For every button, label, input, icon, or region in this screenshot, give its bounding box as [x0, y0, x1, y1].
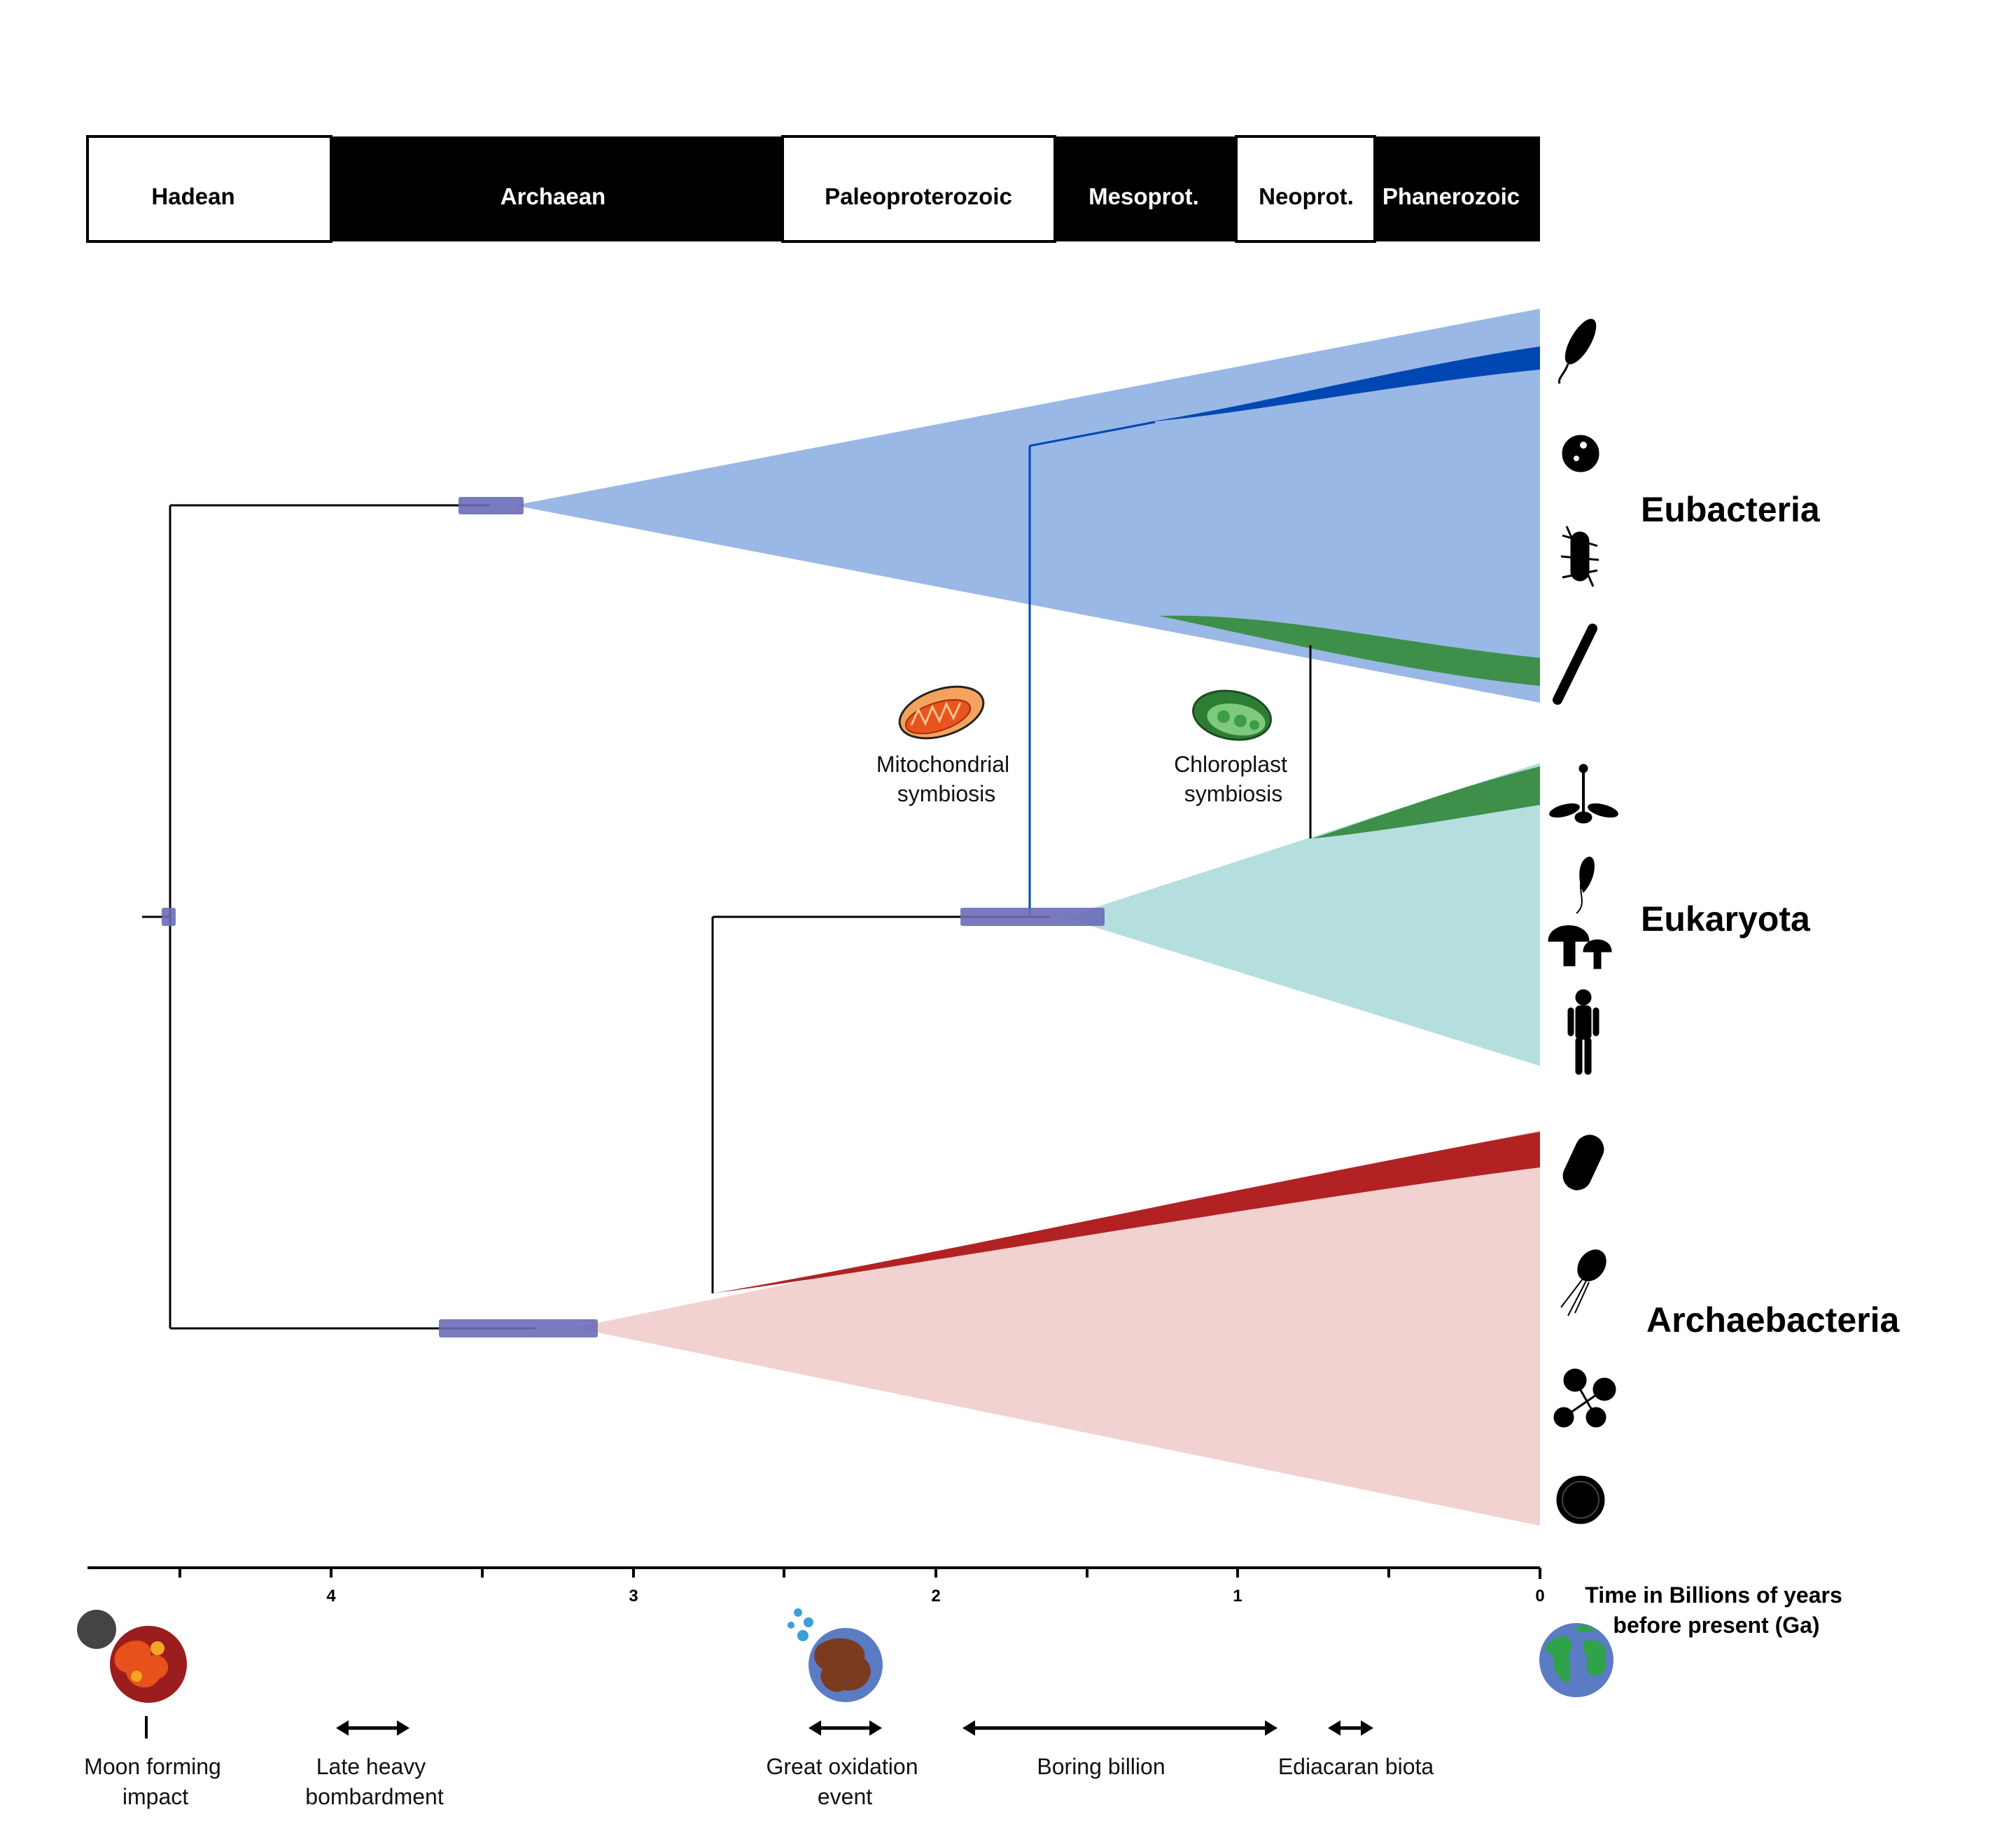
- eon-label-phanerozoic: Phanerozoic: [1382, 183, 1520, 209]
- coccoid-archaeon-icon: [1556, 1475, 1605, 1524]
- cluster-archaeon-icon: [1553, 1368, 1616, 1428]
- eon-label-archaean: Archaean: [500, 183, 606, 209]
- plant-lineage: [1312, 766, 1540, 838]
- event-goe-line2: event: [818, 1784, 872, 1809]
- tick-label-2: 2: [931, 1587, 940, 1606]
- plant-icon: [1549, 764, 1618, 824]
- mitochondrial-label-line1: Mitochondrial: [876, 752, 1009, 777]
- event-boring-billion: Boring billion: [1037, 1754, 1165, 1779]
- clade-label-eubacteria: Eubacteria: [1641, 490, 1821, 529]
- human-icon: [1567, 989, 1600, 1075]
- chloroplast-symbiosis: Chloroplast symbiosis: [1174, 689, 1287, 806]
- modern-earth-icon: [1539, 1623, 1614, 1697]
- rod-archaeon-icon: [1562, 1135, 1604, 1191]
- eukaryota-wedge: [1064, 763, 1540, 1066]
- flagellated-bacterium-icon: [1558, 318, 1597, 384]
- organism-icons: [1548, 318, 1618, 1524]
- tick-label-0: 0: [1535, 1587, 1544, 1606]
- filamentous-bacterium-icon: [1553, 624, 1597, 705]
- archaebacteria-wedge: [574, 1130, 1540, 1526]
- root-node-bar: [162, 908, 176, 926]
- flagellate-protist-icon: [1576, 857, 1595, 914]
- event-ediacaran: Ediacaran biota: [1278, 1754, 1434, 1779]
- eukaryote-node-bar: [960, 908, 1105, 926]
- eon-label-neoproterozoic: Neoprot.: [1259, 183, 1354, 209]
- ediacaran-arrow-icon: [1328, 1720, 1373, 1736]
- archaea-node-bar: [439, 1319, 598, 1337]
- event-moon-line1: Moon forming: [84, 1754, 221, 1779]
- event-goe-line1: Great oxidation: [766, 1754, 918, 1779]
- eon-mesoproterozoic: [1055, 136, 1236, 241]
- mitochondrial-symbiosis: Mitochondrial symbiosis: [876, 685, 1009, 806]
- oxygenated-earth-icon: [788, 1608, 883, 1702]
- eon-label-hadean: Hadean: [151, 183, 234, 209]
- eon-timeline: Hadean Archaean Paleoproterozoic Mesopro…: [86, 135, 1540, 243]
- chloroplast-lineage: [1158, 615, 1540, 686]
- mitochondrion-icon: [898, 685, 985, 740]
- chloroplast-icon: [1192, 689, 1272, 741]
- archaea-eukaryote-stem: [713, 1132, 1540, 1293]
- mitochondrial-label-line2: symbiosis: [897, 781, 995, 806]
- great-oxidation-arrow-icon: [808, 1720, 882, 1736]
- eon-hadean: [86, 135, 332, 243]
- clade-label-eukaryota: Eukaryota: [1641, 899, 1811, 939]
- eubacteria-wedge: [514, 309, 1540, 703]
- event-lhb-line1: Late heavy: [316, 1754, 426, 1779]
- mushroom-icon: [1548, 925, 1612, 969]
- tick-label-3: 3: [629, 1587, 638, 1606]
- eubacteria-cone: [514, 309, 1540, 703]
- eon-archaean: [331, 136, 783, 241]
- flagellated-archaeon-icon: [1560, 1249, 1606, 1316]
- late-heavy-bombardment-arrow-icon: [336, 1720, 410, 1736]
- chloroplast-label-line2: symbiosis: [1184, 781, 1282, 806]
- events: Moon forming impact Late heavy bombardme…: [77, 1608, 1614, 1809]
- time-axis: [88, 1566, 1541, 1579]
- boring-billion-arrow-icon: [962, 1720, 1278, 1736]
- mitochondrial-transfer-lines: [1028, 421, 1156, 917]
- eon-phanerozoic: [1375, 136, 1540, 241]
- event-moon-line2: impact: [122, 1784, 188, 1809]
- moon-icon: [77, 1610, 116, 1649]
- cyanobacteria-lineage: [1148, 346, 1540, 422]
- eon-label-mesoproterozoic: Mesoprot.: [1088, 183, 1199, 209]
- tick-label-1: 1: [1233, 1587, 1242, 1606]
- event-lhb-line2: bombardment: [305, 1784, 444, 1809]
- axis-title-line1: Time in Billions of years: [1585, 1582, 1842, 1608]
- eubacteria-node-bar: [458, 497, 524, 514]
- clade-label-archaebacteria: Archaebacteria: [1646, 1300, 1900, 1340]
- eon-label-paleoproterozoic: Paleoproterozoic: [825, 183, 1012, 209]
- hairy-bacillus-icon: [1560, 526, 1600, 587]
- axis-title-line2: before present (Ga): [1613, 1613, 1819, 1638]
- tick-label-4: 4: [326, 1587, 336, 1606]
- eon-paleoproterozoic: [781, 135, 1056, 243]
- coccus-bacterium-icon: [1562, 435, 1600, 472]
- chloroplast-label-line1: Chloroplast: [1174, 752, 1287, 777]
- moon-impact-icon: [77, 1610, 187, 1739]
- node-age-bars: [162, 497, 1105, 1337]
- eukaryota-cone: [1064, 763, 1540, 1066]
- archaebacteria-cone: [574, 1130, 1540, 1526]
- mito-horizontal: [1029, 421, 1156, 447]
